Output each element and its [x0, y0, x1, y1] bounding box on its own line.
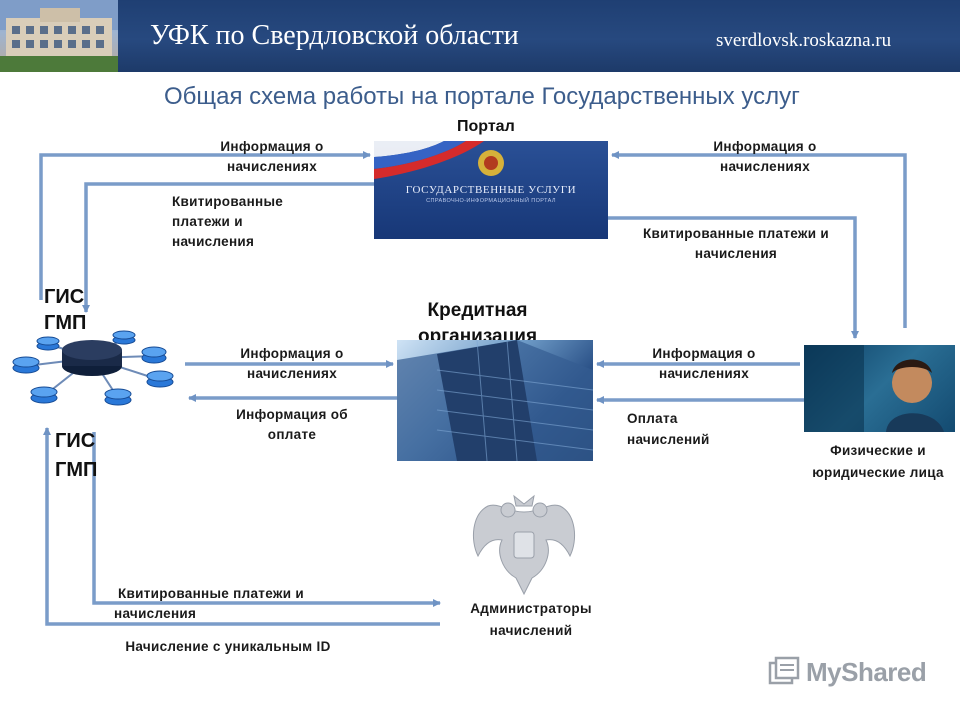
gis-gmp-label-top: ГИС ГМП — [44, 286, 87, 334]
network-database-icon — [6, 318, 178, 414]
building-photo — [0, 0, 118, 72]
myshared-watermark: MyShared — [768, 655, 928, 691]
header-bar — [0, 0, 960, 72]
label-people-to-portal: Информация о начислениях — [713, 139, 817, 174]
double-headed-eagle-icon — [468, 492, 580, 596]
watermark-text: MyShared — [806, 657, 927, 687]
label-bank-to-gis: Информация об оплате — [236, 407, 348, 442]
header-site-url[interactable]: sverdlovsk.roskazna.ru — [716, 30, 892, 51]
label-gis-to-admins: Квитированные платежи и начисления — [114, 586, 304, 621]
admins-label: Администраторы начислений — [470, 601, 592, 638]
label-portal-to-people: Квитированные платежи и начисления — [643, 226, 829, 261]
page-title: Общая схема работы на портале Государств… — [164, 83, 800, 110]
label-gis-to-bank: Информация о начислениях — [240, 346, 344, 381]
label-admins-to-gis: Начисление с уникальным ID — [125, 639, 331, 654]
arrow-portal-to-gis — [82, 182, 374, 313]
arrow-gis-to-admins — [92, 432, 441, 607]
banner-title: ГОСУДАРСТВЕННЫЕ УСЛУГИ — [405, 184, 577, 196]
label-bank-to-people: Информация о начислениях — [652, 346, 756, 381]
arrow-portal-to-people — [608, 216, 859, 339]
header-title: УФК по Свердловской области — [150, 20, 519, 51]
gosuslugi-banner: ГОСУДАРСТВЕННЫЕ УСЛУГИ СПРАВОЧНО-ИНФОРМА… — [374, 141, 608, 239]
person-at-computer-photo — [804, 345, 955, 432]
arrow-people-to-portal — [611, 151, 907, 328]
portal-label: Портал — [457, 118, 515, 135]
label-people-to-bank: Оплата начислений — [627, 411, 710, 447]
arrow-gis-to-portal — [39, 151, 371, 300]
bank-building-photo — [397, 340, 593, 461]
label-portal-to-gis: Квитированные платежи и начисления — [172, 194, 284, 249]
label-gis-to-portal: Информация о начислениях — [220, 139, 324, 174]
slides-icon — [768, 656, 800, 685]
people-label: Физические и юридические лица — [812, 443, 944, 480]
gis-gmp-label-bottom: ГИС ГМП — [55, 430, 98, 481]
hub-database-icon — [62, 340, 122, 376]
arrow-admins-to-gis — [43, 427, 440, 626]
banner-subtitle: СПРАВОЧНО-ИНФОРМАЦИОННЫЙ ПОРТАЛ — [426, 198, 556, 204]
